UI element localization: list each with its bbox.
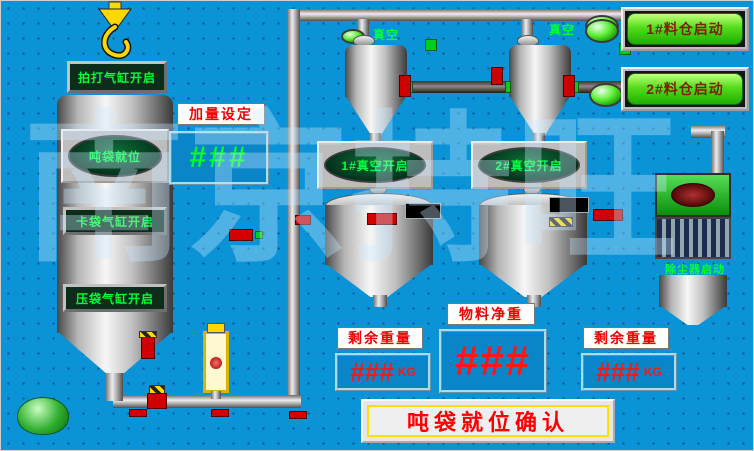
- silo2-start-button[interactable]: 2#料仓启动: [627, 73, 743, 105]
- bag-ready-label: 吨袋就位: [88, 149, 141, 164]
- pipe-main-vertical: [287, 9, 300, 401]
- cone-valve-handle: [139, 331, 157, 338]
- remain-left-label-panel: 剩余重量: [337, 327, 423, 349]
- cyclone2-body: [509, 45, 571, 97]
- dust-collector-start[interactable]: 除尘器启动: [657, 261, 733, 277]
- dosing-setting-value: ###: [189, 141, 249, 174]
- convey1-valve[interactable]: [399, 75, 411, 97]
- mixer1-tag: [367, 213, 397, 225]
- press-cylinder-label: 压袋气缸开启: [75, 291, 154, 306]
- vacuum2-status-panel: 2#真空开启: [471, 141, 587, 189]
- bag-ready-lamp: 吨袋就位: [68, 135, 162, 177]
- bottom-valve-body[interactable]: [147, 393, 167, 409]
- mixer2-body: [479, 205, 587, 265]
- valve-tag-1: [129, 409, 147, 417]
- cyclone2-cone: [509, 95, 571, 135]
- vacuum2-status-label: 2#真空开启: [495, 158, 563, 173]
- valve-tag-3: [289, 411, 307, 419]
- clamp-cylinder-button[interactable]: 卡袋气缸开启: [63, 207, 167, 235]
- dust-collector-filter: [655, 217, 731, 259]
- vacuum1-label: 真空: [373, 26, 399, 43]
- vacuum1-status-panel: 1#真空开启: [317, 141, 433, 189]
- mixer1-cone: [325, 263, 433, 297]
- mixer1-readout: [405, 203, 441, 219]
- dust-port-tag: [229, 229, 253, 241]
- silo1-led: [585, 19, 619, 43]
- silo2-start-label: 2#料仓启动: [646, 81, 724, 97]
- net-weight-display: ###: [439, 329, 547, 393]
- vacuum2-label: 真空: [549, 21, 575, 38]
- bag-ready-panel: 吨袋就位: [61, 129, 169, 183]
- rotameter-stub: [211, 391, 221, 399]
- silo2-button-frame: 2#料仓启动: [621, 67, 749, 111]
- net-weight-value: ###: [454, 337, 532, 384]
- vacuum2-label-text: 真空: [549, 23, 576, 37]
- cyclone1-cone: [345, 95, 407, 135]
- cyclone2-feed-valve[interactable]: [491, 67, 503, 85]
- remain-left-display: ### KG: [335, 353, 431, 391]
- remain-right-unit: KG: [643, 365, 662, 379]
- remain-left-value: ###: [350, 356, 394, 387]
- valve-tag-2: [211, 409, 229, 417]
- mixer2-hazard-strip: [549, 217, 573, 227]
- mixer2-readout: [549, 197, 589, 213]
- cone-valve[interactable]: [141, 337, 155, 359]
- remain-right-label-panel: 剩余重量: [583, 327, 669, 349]
- silo1-start-button[interactable]: 1#料仓启动: [627, 13, 743, 45]
- sensor-green-1: [425, 39, 437, 51]
- dust-collector-cone: [659, 305, 727, 325]
- pat-cylinder-button[interactable]: 拍打气缸开启: [67, 61, 167, 93]
- remain-left-label: 剩余重量: [348, 330, 412, 346]
- bag-confirm-button[interactable]: 吨袋就位确认: [361, 399, 615, 443]
- dust-collector-head: [655, 173, 731, 217]
- dosing-setting-display[interactable]: ###: [169, 131, 269, 185]
- silo1-button-frame: 1#料仓启动: [621, 7, 749, 51]
- dosing-setting-label-panel: 加量设定: [177, 103, 265, 125]
- mixer1-discharge: [373, 295, 387, 307]
- green-dome-tank: [17, 397, 69, 435]
- pipe-vessel-discharge: [105, 369, 123, 401]
- net-weight-label-panel: 物料净重: [447, 303, 535, 325]
- convey-pipe-1: [407, 81, 511, 93]
- pipe-valve-mid[interactable]: [295, 215, 311, 225]
- vacuum1-label-text: 真空: [373, 28, 400, 42]
- dust-collector-start-label: 除尘器启动: [665, 264, 725, 276]
- remain-right-display: ### KG: [581, 353, 677, 391]
- bag-confirm-inner: 吨袋就位确认: [367, 405, 609, 437]
- vacuum2-status-lamp[interactable]: 2#真空开启: [478, 147, 580, 183]
- remain-right-value: ###: [596, 356, 640, 387]
- vacuum1-status-lamp[interactable]: 1#真空开启: [324, 147, 426, 183]
- pat-cylinder-label: 拍打气缸开启: [77, 70, 156, 85]
- dust-port-led: [255, 231, 263, 239]
- silo1-button-inner: 1#料仓启动: [625, 11, 745, 47]
- rotameter-float: [210, 357, 222, 369]
- press-cylinder-button[interactable]: 压袋气缸开启: [63, 284, 167, 312]
- dust-collector-port: [671, 183, 715, 207]
- remain-left-unit: KG: [397, 365, 416, 379]
- mixer2-tag: [593, 209, 623, 221]
- convey2-valve[interactable]: [563, 75, 575, 97]
- silo2-led: [589, 83, 623, 107]
- silo1-start-label: 1#料仓启动: [646, 21, 724, 37]
- net-weight-label: 物料净重: [459, 306, 523, 322]
- silo2-button-inner: 2#料仓启动: [625, 71, 745, 107]
- convey1-coupling-right: [505, 81, 511, 93]
- bag-confirm-label: 吨袋就位确认: [406, 410, 569, 435]
- crane-hook-icon: [98, 1, 132, 60]
- remain-right-label: 剩余重量: [594, 330, 658, 346]
- dosing-setting-label: 加量设定: [189, 106, 253, 122]
- rotameter-cap: [207, 323, 225, 333]
- pipe-bottom-horizontal: [113, 395, 301, 408]
- clamp-cylinder-label: 卡袋气缸开启: [75, 214, 154, 229]
- pipe-dust-inlet-v: [711, 131, 724, 177]
- dust-collector-body: [659, 275, 727, 307]
- mixer2-cone: [479, 263, 587, 297]
- cyclone1-body: [345, 45, 407, 97]
- pipe-top-horizontal: [289, 9, 643, 21]
- vacuum1-status-label: 1#真空开启: [341, 158, 409, 173]
